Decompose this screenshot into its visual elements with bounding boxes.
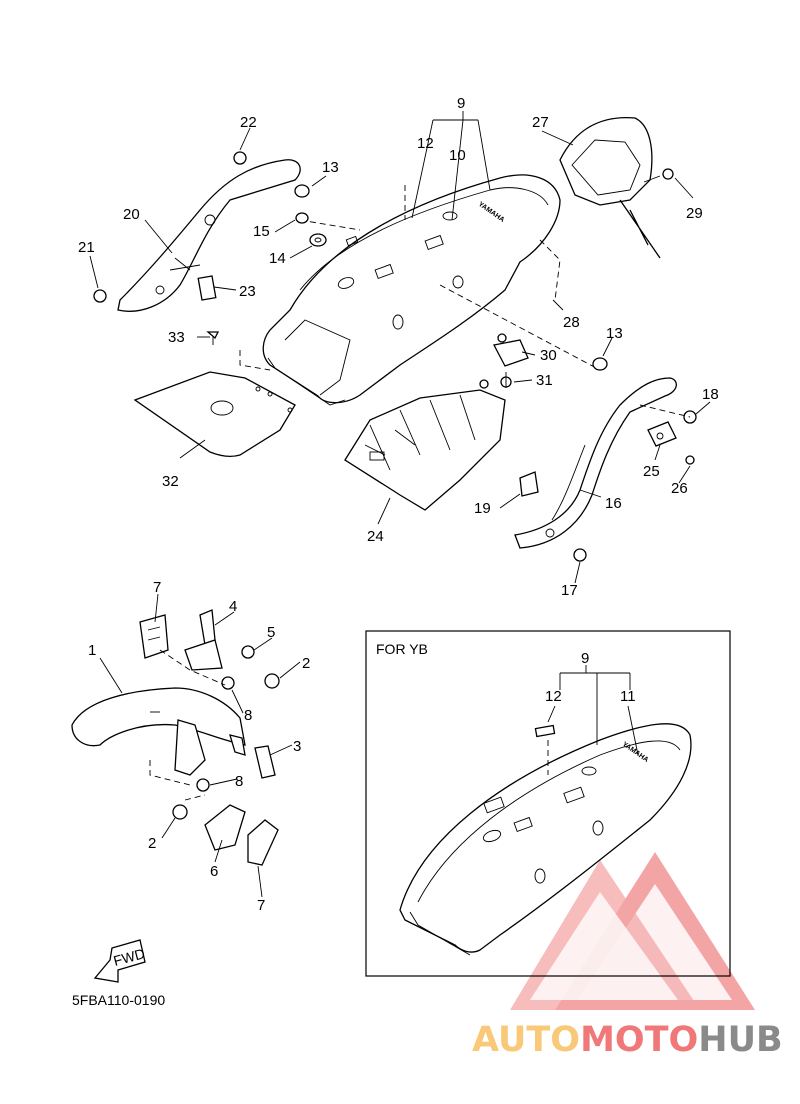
fwd-label: FWD [112, 945, 147, 969]
callout-6: 6 [210, 863, 218, 880]
inset-box: FOR YB YAMAHA [365, 630, 731, 977]
watermark-auto: AUTO [472, 1020, 581, 1060]
callout-2-bottom: 2 [148, 835, 156, 852]
callout-29: 29 [686, 205, 703, 222]
diagram-code: 5FBA110-0190 [72, 992, 165, 1008]
callout-25: 25 [643, 463, 660, 480]
callout-22: 22 [240, 114, 257, 131]
callout-13-left: 13 [322, 159, 339, 176]
callout-27: 27 [532, 114, 549, 131]
callout-17: 17 [561, 582, 578, 599]
callout-15: 15 [253, 223, 270, 240]
right-stay [514, 357, 697, 562]
callout-28: 28 [563, 314, 580, 331]
inset-callout-9: 9 [581, 650, 589, 667]
callout-32: 32 [162, 473, 179, 490]
callout-19: 19 [474, 500, 491, 517]
callout-14: 14 [269, 250, 286, 267]
watermark-logo [510, 852, 755, 1010]
callout-30: 30 [540, 347, 557, 364]
callout-7-top: 7 [153, 579, 161, 596]
tail-light [559, 116, 674, 259]
callout-9: 9 [457, 95, 465, 112]
callout-26: 26 [671, 480, 688, 497]
fwd-arrow: FWD [93, 939, 147, 983]
callout-10: 10 [449, 147, 466, 164]
leader-lines [89, 111, 711, 898]
inset-callout-12: 12 [545, 688, 562, 705]
callout-13-right: 13 [606, 325, 623, 342]
bracket-30 [493, 333, 529, 367]
callout-12: 12 [417, 135, 434, 152]
callout-23: 23 [239, 283, 256, 300]
watermark-text: AUTOMOTOHUB [472, 1020, 800, 1060]
callout-24: 24 [367, 528, 384, 545]
front-fender [71, 609, 280, 866]
callout-numbers: 9 10 12 22 13 15 14 20 21 23 33 32 24 27… [78, 95, 719, 914]
callout-20: 20 [123, 206, 140, 223]
watermark-hub: HUB [698, 1020, 783, 1060]
callout-1: 1 [88, 642, 96, 659]
hardware-left [294, 184, 327, 247]
callout-5: 5 [267, 624, 275, 641]
inner-fender [344, 372, 512, 511]
flap-plate [133, 331, 296, 458]
callout-3: 3 [293, 738, 301, 755]
callout-2-top: 2 [302, 655, 310, 672]
callout-7-bottom: 7 [257, 897, 265, 914]
callout-33: 33 [168, 329, 185, 346]
callout-21: 21 [78, 239, 95, 256]
rear-fender: YAMAHA [262, 174, 601, 406]
inset-label: FOR YB [376, 641, 428, 657]
watermark-moto: MOTO [580, 1020, 699, 1060]
inset-callout-11: 11 [620, 688, 636, 705]
callout-8-top: 8 [244, 707, 252, 724]
callout-8-bottom: 8 [235, 773, 243, 790]
left-stay [93, 151, 301, 312]
callout-4: 4 [229, 598, 237, 615]
callout-31: 31 [536, 372, 553, 389]
callout-16: 16 [605, 495, 622, 512]
callout-18: 18 [702, 386, 719, 403]
